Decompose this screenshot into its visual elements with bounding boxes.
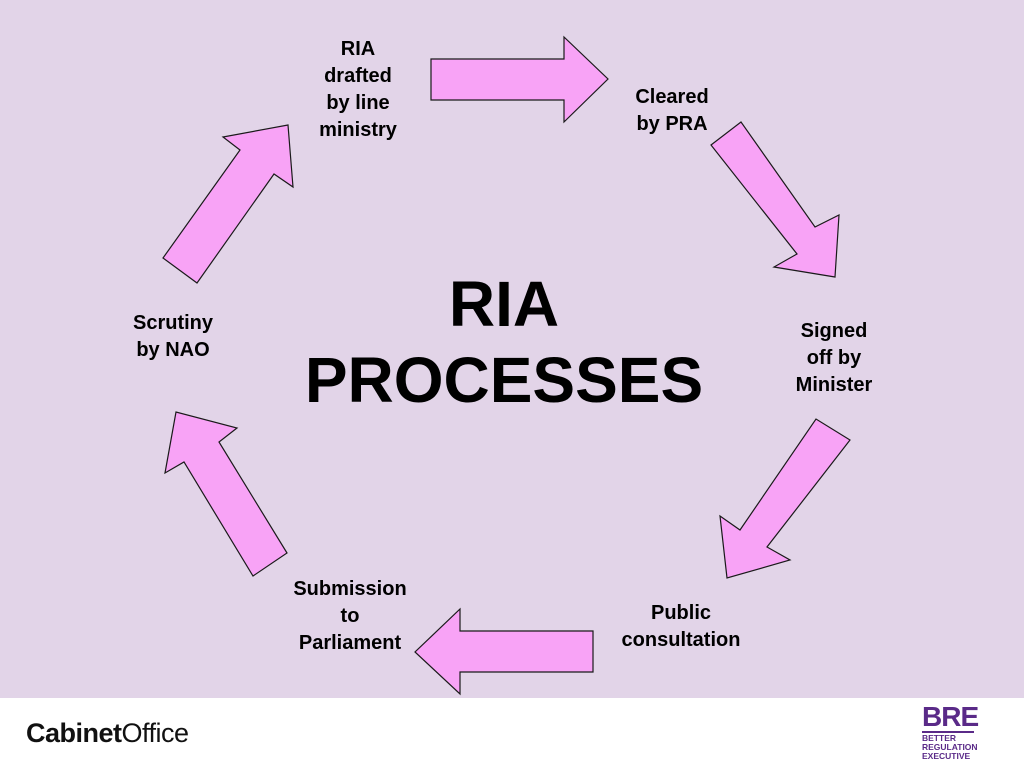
arrow-scrutiny-to-drafted xyxy=(162,124,294,284)
bre-divider xyxy=(922,731,974,733)
title-line: PROCESSES xyxy=(304,344,704,416)
arrow-public-to-submission xyxy=(414,607,594,696)
step-scrutiny-by-nao: Scrutiny by NAO xyxy=(133,310,213,364)
arrow-cleared-to-signed xyxy=(710,121,840,278)
step-label-line: Public xyxy=(650,602,712,624)
step-label-line: Minister xyxy=(795,374,873,396)
cabinet-office-logo: CabinetOffice xyxy=(26,718,189,749)
diagram-title: RIA PROCESSES xyxy=(305,266,703,418)
arrow-submission-to-scrutiny xyxy=(164,411,288,577)
logo-text-bold: Cabinet xyxy=(26,718,122,748)
step-cleared-by-pra: Cleared by PRA xyxy=(635,84,708,138)
step-label-line: Scrutiny xyxy=(132,312,214,334)
bre-text-line: REGULATION xyxy=(922,742,978,752)
step-label-line: Submission xyxy=(293,578,407,600)
cycle-arrows xyxy=(162,35,851,696)
step-label-line: to xyxy=(340,605,360,627)
arrow-drafted-to-cleared xyxy=(430,35,609,124)
title-line: RIA xyxy=(448,268,560,340)
step-label-line: consultation xyxy=(621,629,741,651)
bre-text-line: EXECUTIVE xyxy=(922,751,971,761)
step-label-line: by NAO xyxy=(136,339,210,361)
diagram-area: RIA drafted by line ministry Cleared by … xyxy=(0,0,1024,698)
arrow-signed-to-public xyxy=(719,418,851,579)
step-ria-drafted: RIA drafted by line ministry xyxy=(319,36,397,144)
bre-text-line: BETTER xyxy=(922,733,956,743)
step-submission-to-parliament: Submission to Parliament xyxy=(293,576,406,657)
step-label-line: by line xyxy=(326,92,390,114)
bre-abbreviation: BRE xyxy=(922,701,979,732)
step-label-line: off by xyxy=(806,347,862,369)
bre-logo: BRE BETTER REGULATION EXECUTIVE xyxy=(922,701,979,761)
footer-bar: CabinetOffice BRE BETTER REGULATION EXEC… xyxy=(0,698,1024,768)
step-label-line: by PRA xyxy=(636,113,708,135)
step-label-line: Parliament xyxy=(298,632,402,654)
step-label-line: ministry xyxy=(319,119,397,141)
logo-text-regular: Office xyxy=(121,718,190,748)
step-label-line: drafted xyxy=(324,65,392,87)
step-public-consultation: Public consultation xyxy=(622,600,741,654)
step-label-line: Signed xyxy=(800,320,868,342)
step-label-line: RIA xyxy=(340,38,376,60)
step-label-line: Cleared xyxy=(635,86,709,108)
step-signed-off: Signed off by Minister xyxy=(796,318,873,399)
